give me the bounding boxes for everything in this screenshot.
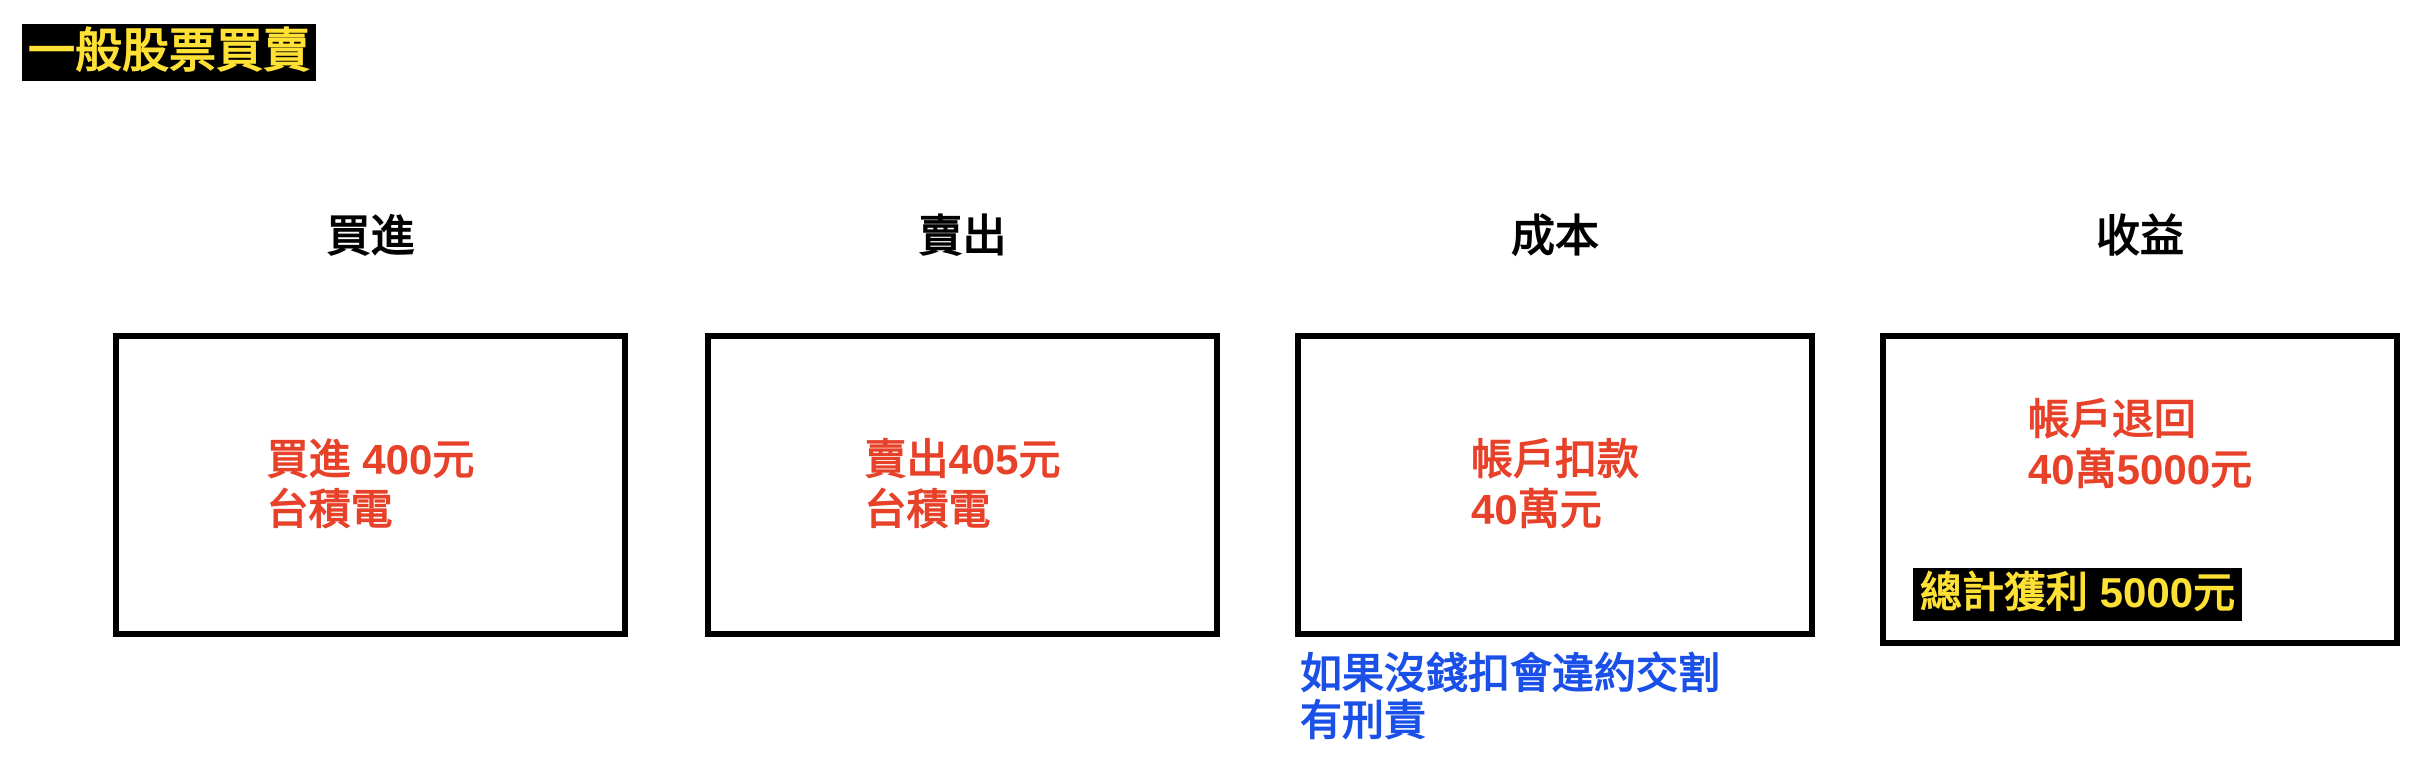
- box-buy-line-1: 買進 400元: [266, 436, 475, 484]
- cost-warning-line-2: 有刑責: [1300, 697, 1427, 745]
- box-buy-lines: 買進 400元 台積電: [267, 435, 475, 534]
- slide-title: 一般股票買賣: [22, 24, 316, 81]
- box-buy: 買進 400元 台積電: [113, 333, 628, 637]
- box-buy-content: 買進 400元 台積電: [119, 339, 622, 631]
- box-revenue-content: 帳戶退回 40萬5000元: [1886, 339, 2394, 640]
- box-revenue-line-1: 帳戶退回: [2027, 396, 2196, 443]
- box-revenue: 帳戶退回 40萬5000元 總計獲利 5000元: [1880, 333, 2400, 646]
- box-revenue-line-2: 40萬5000元: [2027, 445, 2253, 493]
- cost-warning-line-1: 如果沒錢扣會違約交割: [1300, 650, 1721, 697]
- column-header-buy: 買進: [326, 212, 415, 261]
- column-header-sell: 賣出: [918, 212, 1007, 261]
- box-cost-line-2: 40萬元: [1470, 486, 1602, 533]
- total-profit-badge: 總計獲利 5000元: [1913, 567, 2243, 621]
- box-buy-line-2: 台積電: [266, 486, 393, 533]
- box-sell-line-1: 賣出405元: [864, 436, 1061, 484]
- box-cost-lines: 帳戶扣款 40萬元: [1471, 435, 1639, 534]
- box-revenue-lines: 帳戶退回 40萬5000元: [2028, 395, 2252, 494]
- box-sell: 賣出405元 台積電: [705, 333, 1220, 637]
- column-header-revenue: 收益: [2096, 212, 2184, 261]
- box-sell-lines: 賣出405元 台積電: [864, 435, 1060, 534]
- slide-title-text: 一般股票買賣: [22, 24, 316, 81]
- cost-warning-note: 如果沒錢扣會違約交割 有刑責: [1300, 650, 1720, 744]
- box-cost-content: 帳戶扣款 40萬元: [1301, 339, 1809, 631]
- box-cost-line-1: 帳戶扣款: [1470, 436, 1639, 484]
- box-sell-content: 賣出405元 台積電: [711, 339, 1214, 631]
- box-sell-line-2: 台積電: [864, 486, 991, 533]
- box-cost: 帳戶扣款 40萬元: [1295, 333, 1815, 637]
- column-header-cost: 成本: [1511, 212, 1599, 261]
